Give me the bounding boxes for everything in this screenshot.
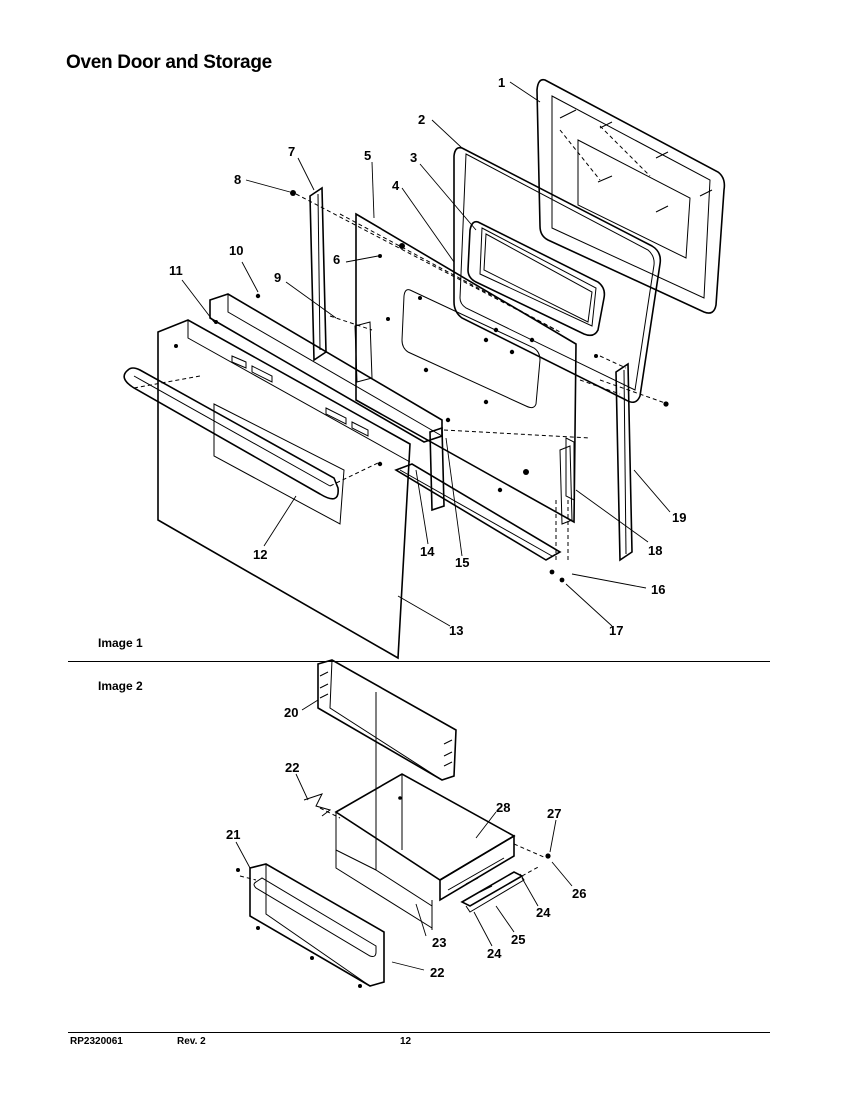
callout-20: 20 xyxy=(284,705,298,720)
section-divider xyxy=(68,661,770,662)
callouts-image1: 1 2 3 4 5 6 7 8 9 10 11 12 13 14 15 16 1… xyxy=(169,75,686,638)
callout-22-upper: 22 xyxy=(285,760,299,775)
callout-3: 3 xyxy=(410,150,417,165)
footer-doc-number: RP2320061 xyxy=(70,1036,123,1047)
callout-12: 12 xyxy=(253,547,267,562)
screws-image1 xyxy=(174,190,669,583)
callouts-image2: 20 22 21 23 22 28 27 26 24 25 24 xyxy=(226,705,586,980)
leader-lines-image2 xyxy=(235,699,573,971)
part-20-drawer-rear-panel xyxy=(317,659,457,781)
leader-lines-image1 xyxy=(181,81,671,627)
page-title: Oven Door and Storage xyxy=(66,52,272,73)
callout-26: 26 xyxy=(572,886,586,901)
callout-21: 21 xyxy=(226,827,240,842)
part-5-inner-door-panel xyxy=(355,212,577,524)
callout-16: 16 xyxy=(651,582,665,597)
callout-27: 27 xyxy=(547,806,561,821)
callout-25: 25 xyxy=(511,932,525,947)
callout-9: 9 xyxy=(274,270,281,285)
callout-24-right: 24 xyxy=(536,905,551,920)
assembly-lines-image2 xyxy=(239,807,547,881)
footer-revision: Rev. 2 xyxy=(177,1036,206,1047)
callout-23: 23 xyxy=(432,935,446,950)
callout-10: 10 xyxy=(229,243,243,258)
part-22-drawer-front-panel xyxy=(249,863,385,987)
footer-divider xyxy=(68,1032,770,1033)
callout-6: 6 xyxy=(333,252,340,267)
callout-11: 11 xyxy=(169,263,183,278)
callout-8: 8 xyxy=(234,172,241,187)
image-1-label: Image 1 xyxy=(98,636,143,650)
callout-18: 18 xyxy=(648,543,662,558)
callout-7: 7 xyxy=(288,144,295,159)
assembly-lines-image1 xyxy=(133,125,669,560)
image-2-label: Image 2 xyxy=(98,679,143,693)
part-28-drawer-side-rail xyxy=(439,834,515,902)
part-3-4-window-assembly xyxy=(467,220,606,337)
part-19-right-door-channel xyxy=(615,362,633,562)
callout-28: 28 xyxy=(496,800,510,815)
callout-24-lower: 24 xyxy=(487,946,502,961)
footer-page-number: 12 xyxy=(400,1036,412,1047)
part-24-25-slide-brackets xyxy=(460,871,525,913)
part-2-door-gasket xyxy=(453,146,662,404)
callout-22-lower: 22 xyxy=(430,965,444,980)
part-22-drawer-clip xyxy=(303,793,332,817)
part-14-15-hinge-brackets xyxy=(394,426,573,561)
callout-14: 14 xyxy=(420,544,435,559)
callout-4: 4 xyxy=(392,178,400,193)
callout-1: 1 xyxy=(498,75,505,90)
callout-2: 2 xyxy=(418,112,425,127)
callout-5: 5 xyxy=(364,148,371,163)
callout-15: 15 xyxy=(455,555,469,570)
part-13-outer-door-panel xyxy=(157,319,411,660)
part-12-door-handle xyxy=(123,367,339,500)
callout-13: 13 xyxy=(449,623,463,638)
part-23-drawer-body xyxy=(334,692,516,930)
screws-image2 xyxy=(236,796,551,988)
callout-17: 17 xyxy=(609,623,623,638)
callout-19: 19 xyxy=(672,510,686,525)
part-1-rear-door-panel xyxy=(536,78,726,314)
